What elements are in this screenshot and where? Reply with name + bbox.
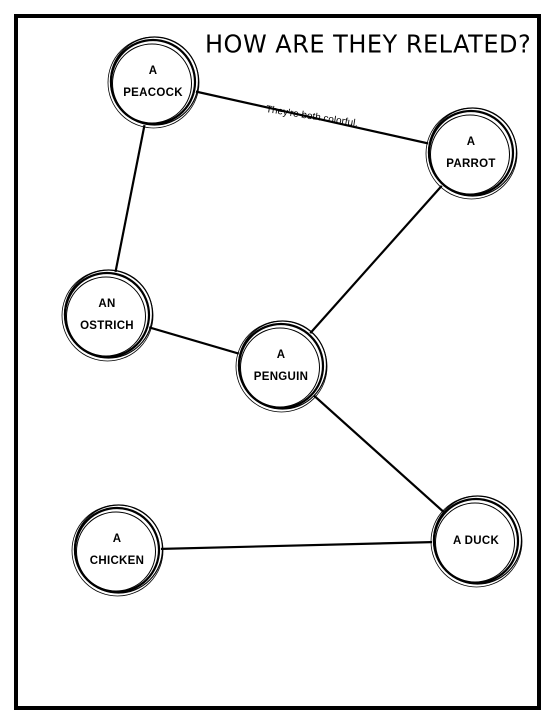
node-chicken [71, 504, 164, 597]
node-label-line: A [148, 65, 158, 77]
node-label-line: PENGUIN [253, 371, 309, 383]
edge-peacock-parrot [152, 80, 472, 155]
node-label-line: A [276, 349, 286, 361]
edge-penguin-parrot [280, 152, 472, 367]
node-parrot [425, 107, 518, 200]
node-label-line: AN [98, 298, 116, 310]
node-label-parrot: A PARROT [429, 131, 513, 175]
node-label-line: PEACOCK [123, 87, 183, 99]
node-label-line: A DUCK [452, 535, 500, 547]
node-label-ostrich: AN OSTRICH [65, 293, 149, 337]
page-title: HOW ARE THEY RELATED? [205, 29, 532, 59]
edge-chicken-duck [116, 539, 477, 552]
node-label-chicken: A CHICKEN [75, 528, 159, 572]
node-label-line: OSTRICH [80, 320, 134, 332]
node-label-duck: A DUCK [434, 530, 518, 552]
node-label-line: CHICKEN [89, 555, 145, 567]
node-label-line: A [466, 136, 476, 148]
node-label-line: A [112, 533, 122, 545]
node-label-penguin: A PENGUIN [239, 344, 323, 388]
node-peacock [107, 36, 200, 129]
node-ostrich [61, 269, 154, 362]
node-label-line: PARROT [446, 158, 496, 170]
node-label-peacock: A PEACOCK [111, 60, 195, 104]
node-penguin [235, 320, 328, 413]
node-duck [430, 495, 523, 588]
